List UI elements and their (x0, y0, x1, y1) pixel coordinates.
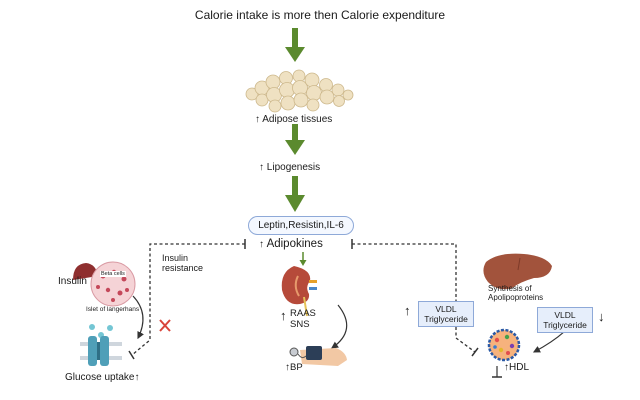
synthesis-label: Synthesis of Apolipoproteins (488, 284, 544, 303)
bp-label: ↑BP (285, 362, 303, 373)
raas-sns-label: RAAS SNS (290, 308, 316, 330)
up-arrow-icon: ↑ (255, 114, 260, 125)
green-arrow-small (299, 252, 307, 266)
up-arrow-icon: ↑ (285, 362, 290, 373)
lipogenesis-label: ↑ Lipogenesis (259, 162, 321, 173)
hdl-label: ↑HDL (504, 362, 530, 373)
insulin-label: Insulin (58, 276, 87, 287)
islet-icon (90, 261, 136, 307)
vldl-triglyceride-box-right: VLDL Triglyceride (537, 307, 593, 333)
vldl-right-down-arrow: ↓ (598, 309, 605, 324)
fat-cells-icon (245, 69, 354, 113)
insulin-resistance-label: Insulin resistance (162, 253, 204, 274)
green-arrow-1 (285, 28, 305, 62)
green-arrow-2 (285, 124, 305, 155)
up-arrow-icon: ↑ (134, 372, 140, 383)
dashed-connector-right (352, 243, 476, 353)
curved-arrow-kidney (331, 304, 348, 349)
glucose-uptake-label: Glucose uptake↑ (65, 372, 140, 383)
up-arrow-icon: ↑ (504, 362, 509, 373)
liver-icon (483, 253, 552, 290)
green-arrow-3 (285, 176, 305, 212)
beta-cells-label: Beta cells (100, 271, 126, 278)
up-arrow-icon: ↑ (259, 239, 264, 250)
raas-sns-up-arrow: ↑ (280, 308, 287, 323)
pancreas-icon (73, 263, 98, 280)
vldl-left-up-arrow: ↑ (404, 303, 411, 318)
dashed-connector-left (131, 243, 245, 356)
adipose-tissues-label: ↑ Adipose tissues (255, 114, 333, 125)
cross-icon (159, 319, 171, 332)
kidney-icon (281, 266, 317, 317)
curved-arrow-islet (132, 295, 144, 340)
diagram-title: Calorie intake is more then Calorie expe… (194, 8, 446, 22)
adipokine-box: Leptin,Resistin,IL-6 (248, 216, 354, 235)
adipokines-label: ↑ Adipokines (259, 238, 323, 250)
inhibition-bar-hdl (492, 366, 502, 378)
lipoprotein-icon (487, 328, 521, 362)
blood-pressure-cuff-icon (289, 346, 347, 366)
vldl-triglyceride-box-left: VLDL Triglyceride (418, 301, 474, 327)
up-arrow-icon: ↑ (259, 162, 264, 173)
glucose-transporter-icon (80, 324, 122, 366)
islet-label: Islet of langerhans (86, 306, 140, 313)
